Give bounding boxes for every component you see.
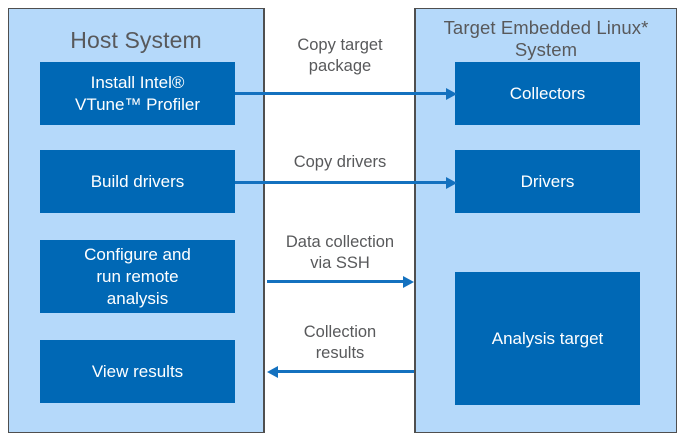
label-copy-drivers-line1: Copy drivers (293, 153, 387, 171)
box-install-line2: VTune™ Profiler (74, 94, 201, 114)
arrow-copy-target-package-icon (235, 87, 457, 100)
middle-column-right-divider (414, 8, 415, 433)
arrow-data-collection-icon (267, 275, 414, 288)
label-copy-package-line1: Copy target (297, 36, 383, 54)
box-analysis-target: Analysis target (455, 272, 640, 405)
target-title-line1: Target Embedded (443, 17, 592, 38)
box-configure-line3: analysis (106, 288, 169, 308)
label-collection-results-line2: results (315, 344, 365, 362)
label-data-collection-line2: via SSH (310, 254, 370, 272)
target-title-line2: Linux* System (514, 17, 649, 60)
box-install-line1: Install Intel® (90, 72, 185, 92)
label-data-collection-via-ssh: Data collection via SSH (264, 232, 416, 274)
box-configure-line1: Configure and (84, 244, 191, 264)
box-drivers: Drivers (455, 150, 640, 213)
box-view-line1: View results (91, 361, 184, 381)
arrow-collection-results-icon (267, 365, 414, 378)
box-collectors: Collectors (455, 62, 640, 125)
arrow-copy-drivers-icon (235, 176, 457, 189)
label-data-collection-line1: Data collection (285, 233, 395, 251)
middle-column-left-divider (264, 8, 265, 433)
box-collectors-line1: Collectors (509, 83, 586, 103)
label-collection-results: Collection results (264, 322, 416, 364)
box-analysis-line1: Analysis target (491, 328, 604, 348)
label-copy-drivers: Copy drivers (264, 152, 416, 173)
box-view-results: View results (40, 340, 235, 403)
box-build-drivers: Build drivers (40, 150, 235, 213)
box-configure-run-remote-analysis: Configure and run remote analysis (40, 240, 235, 313)
label-copy-package-line2: package (308, 57, 372, 75)
box-build-line1: Build drivers (90, 171, 185, 191)
box-drivers-line1: Drivers (520, 171, 575, 191)
label-collection-results-line1: Collection (303, 323, 377, 341)
label-copy-target-package: Copy target package (264, 35, 416, 77)
box-install-vtune-profiler: Install Intel® VTune™ Profiler (40, 62, 235, 125)
host-system-title: Host System (70, 27, 202, 53)
box-configure-line2: run remote (96, 266, 179, 286)
target-system-title: Target Embedded Linux* System (416, 17, 676, 61)
